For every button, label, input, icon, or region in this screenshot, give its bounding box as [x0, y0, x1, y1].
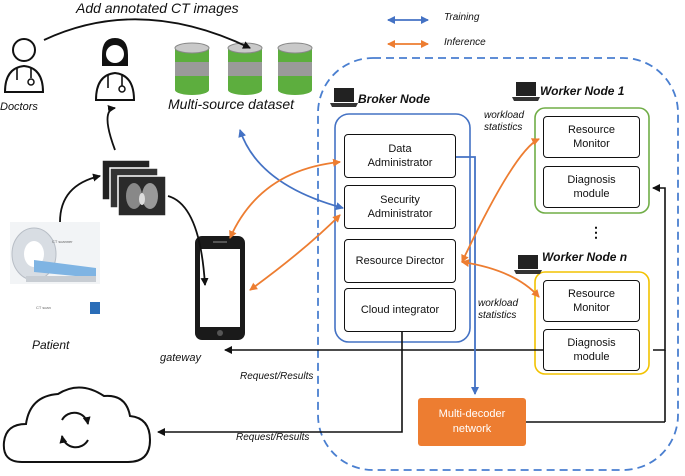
w1-resource-monitor-box: Resource Monitor	[543, 116, 640, 158]
director-w1-arrow	[461, 138, 540, 263]
database-icons	[174, 42, 313, 95]
decoder-to-w1-return	[652, 184, 666, 351]
multi-decoder-box	[418, 398, 526, 446]
wn-diagnosis-module-box: Diagnosis module	[543, 329, 640, 371]
orange-arrows	[229, 138, 540, 298]
cloud-integrator-box: Cloud integrator	[344, 288, 456, 332]
dataset-to-security-arrow	[238, 129, 344, 211]
ct-to-phone-arrow	[167, 195, 209, 286]
add-images-arrow	[43, 18, 251, 49]
laptop-icon	[330, 88, 358, 107]
ct-scanner-tag: CT scanner	[52, 239, 73, 244]
cloud-request-arrow	[157, 330, 403, 436]
ct-scanner-icon	[10, 222, 100, 314]
ellipsis-label: ⋮	[589, 224, 603, 240]
dataset-label: Multi-source dataset	[168, 96, 295, 112]
black-arrows	[43, 18, 666, 436]
legend-training-label: Training	[444, 12, 480, 23]
patient-label: Patient	[32, 338, 70, 352]
director-wn-arrow	[461, 259, 540, 298]
phone-data-admin-arrow	[229, 158, 341, 239]
database-icon	[277, 42, 313, 95]
data-admin-to-decoder-arrow	[456, 156, 479, 395]
security-administrator-box: Security Administrator	[344, 185, 456, 229]
workload-statistics-2-label: workload statistics	[478, 298, 519, 321]
scanner-to-ct-arrow	[59, 173, 101, 223]
worker-node-1-label: Worker Node 1	[540, 84, 625, 98]
worker-node-n-label: Worker Node n	[542, 250, 628, 264]
data-administrator-box: Data Administrator	[344, 134, 456, 178]
database-icon	[174, 42, 210, 95]
doctors-label: Doctors	[0, 101, 38, 113]
multi-decoder-label: Multi-decoder network	[438, 408, 506, 435]
smartphone-icon	[195, 236, 245, 340]
gateway-label: gateway	[160, 352, 201, 364]
doctor-female-icon	[94, 38, 136, 101]
wn-resource-monitor-box: Resource Monitor	[543, 280, 640, 322]
ct-image-stack-icon	[101, 159, 167, 217]
worker-node-n-container	[534, 271, 650, 375]
brand-logo	[90, 302, 100, 314]
add-images-label: Add annotated CT images	[76, 0, 239, 16]
cloud-icon	[2, 386, 152, 463]
resource-director-box: Resource Director	[344, 239, 456, 283]
ct-scan-tag: CT scan	[36, 305, 51, 310]
request-results-1-label: Request/Results	[240, 371, 314, 382]
legend-inference-label: Inference	[444, 37, 486, 48]
legend	[387, 16, 429, 48]
phone-security-arrow	[249, 214, 341, 291]
broker-node-label: Broker Node	[358, 92, 431, 106]
laptop-icon	[514, 255, 542, 274]
doctor-icon	[3, 38, 45, 93]
database-icon	[227, 42, 263, 95]
request-results-2-label: Request/Results	[236, 432, 310, 443]
w1-diagnosis-module-box: Diagnosis module	[543, 166, 640, 208]
laptop-icon	[512, 82, 540, 101]
ct-to-doctor-arrow	[106, 104, 116, 151]
workload-statistics-1-label: workload statistics	[484, 110, 525, 133]
